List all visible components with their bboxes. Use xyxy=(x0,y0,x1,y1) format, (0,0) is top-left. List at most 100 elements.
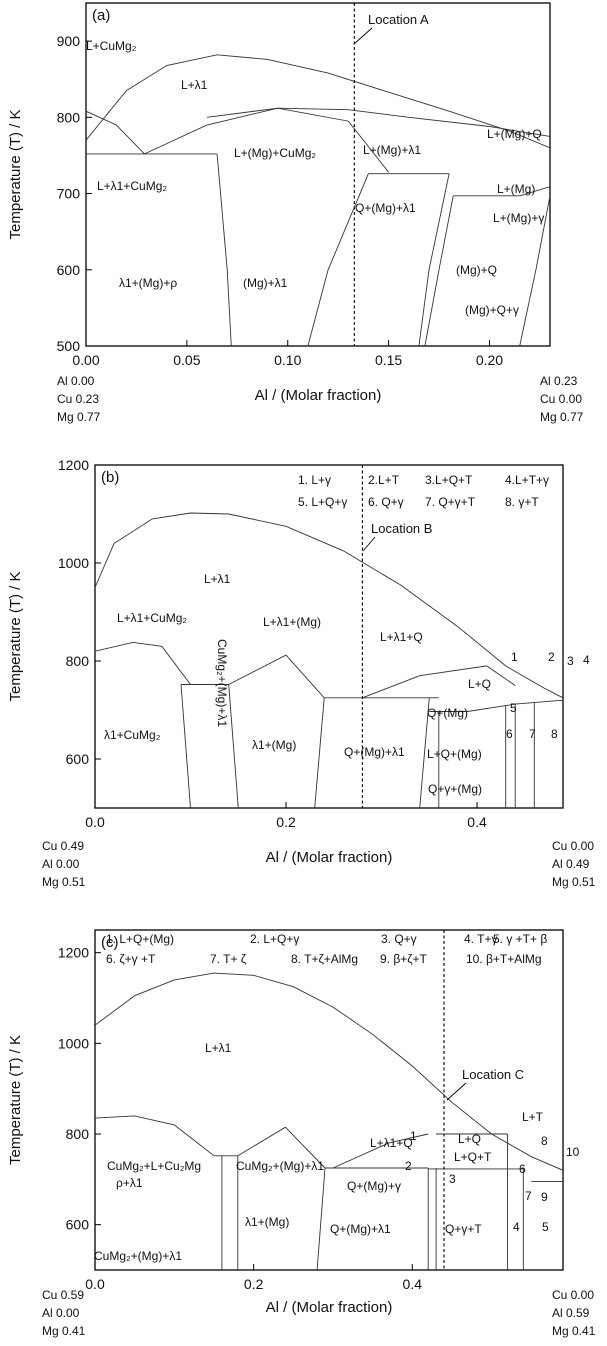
panel-a-xtick-label: 0.00 xyxy=(72,352,99,368)
panel-c-region-number: 2 xyxy=(405,1159,412,1173)
panel-b-phase-label: L+λ1+(Mg) xyxy=(263,615,321,629)
panel-b-phase-boundary-8 xyxy=(180,684,191,808)
panel-a-xtick-label: 0.20 xyxy=(476,352,503,368)
panel-b-legend-entry: 1. L+γ xyxy=(298,473,331,487)
panel-c-legend-entry: 10. β+T+AlMg xyxy=(466,952,542,966)
panel-c-legend-entry: 1. L+Q+(Mg) xyxy=(106,932,174,946)
panel-a-composition-left: Cu 0.23 xyxy=(57,392,99,406)
panel-a-composition-left: Mg 0.77 xyxy=(57,410,101,424)
panel-c-phase-label: CuMg₂+(Mg)+λ1 xyxy=(236,1159,324,1173)
panel-a-phase-label: L+(Mg)+Q xyxy=(487,127,542,141)
panel-c-location-arrow xyxy=(446,1082,467,1101)
panel-b-xtick-label: 0.0 xyxy=(85,814,105,830)
panel-b-phase-label: L+λ1+CuMg₂ xyxy=(117,611,187,625)
panel-a-ytick-label: 500 xyxy=(57,338,81,354)
panel-b-composition-left: Cu 0.49 xyxy=(42,839,84,853)
panel-a-composition-right: Mg 0.77 xyxy=(540,410,584,424)
panel-b-legend-entry: 7. Q+γ+T xyxy=(425,495,476,509)
panel-c-phase-label: L+λ1+Q xyxy=(370,1136,413,1150)
panel-b-composition-left: Mg 0.51 xyxy=(42,875,86,889)
panel-c-phase-label: L+Q xyxy=(458,1132,481,1146)
panel-c-legend-entry: 3. Q+γ xyxy=(381,932,417,946)
panel-b-phase-label: Q+(Mg) xyxy=(427,706,468,720)
panel-c-phase-label: Q+(Mg)+λ1 xyxy=(330,1222,391,1236)
panel-c-legend-entry: 8. T+ζ+AlMg xyxy=(291,952,358,966)
panel-b-phase-label: L+λ1+Q xyxy=(380,630,423,644)
panel-b-xtick-label: 0.4 xyxy=(467,814,487,830)
panel-b-xtick-label: 0.2 xyxy=(276,814,296,830)
panel-c-composition-left: Al 0.00 xyxy=(42,1306,80,1320)
panel-b-phase-label: λ1+(Mg) xyxy=(252,738,296,752)
panel-a-phase-label: λ1+(Mg)+ρ xyxy=(119,276,177,290)
panel-c-phase-boundary-2 xyxy=(237,1126,326,1169)
panel-b-legend-entry: 6. Q+γ xyxy=(368,495,404,509)
panel-c-region-number: 10 xyxy=(566,1145,580,1159)
panel-a-phase-label: L+CuMg₂ xyxy=(86,39,137,53)
panel-a-phase-label: Q+(Mg)+λ1 xyxy=(355,201,416,215)
panel-b-region-number: 4 xyxy=(583,653,590,667)
panel-a-phase-boundary-9 xyxy=(307,173,369,346)
panel-b-ytick-label: 800 xyxy=(66,653,90,669)
panel-c-legend-entry: 7. T+ ζ xyxy=(210,952,247,966)
panel-b-legend-entry: 2.L+T xyxy=(368,473,400,487)
panel-b-phase-boundary-2 xyxy=(228,654,325,699)
panel-c-region-number: 1 xyxy=(410,1129,417,1143)
panel-b-phase-label: L+λ1 xyxy=(204,572,231,586)
panel-b-phase-boundary-10 xyxy=(314,697,325,808)
panel-c-composition-right: Cu 0.00 xyxy=(552,1288,594,1302)
panel-c-x-axis-title: Al / (Molar fraction) xyxy=(266,1299,393,1316)
panel-a-ytick-label: 600 xyxy=(57,262,81,278)
panel-c-phase-label: L+T xyxy=(522,1110,544,1124)
panel-c-phase-label: ρ+λ1 xyxy=(116,1176,143,1190)
panel-a-frame xyxy=(85,2,551,347)
panel-a-tag: (a) xyxy=(92,7,110,24)
panel-a-xtick-label: 0.15 xyxy=(375,352,402,368)
panel-c-region-number: 6 xyxy=(519,1162,526,1176)
panel-c-region-number: 9 xyxy=(541,1190,548,1204)
panel-b-frame xyxy=(94,464,564,809)
panel-c-ytick-label: 1000 xyxy=(58,1035,89,1051)
panel-b-composition-left: Al 0.00 xyxy=(42,857,80,871)
panel-a-y-axis-title: Temperature (T) / K xyxy=(7,109,24,239)
panel-c-tag: (c) xyxy=(101,934,119,951)
panel-b-ytick-label: 1200 xyxy=(58,457,89,473)
panel-c-region-number: 5 xyxy=(542,1220,549,1234)
panel-b-ytick-label: 600 xyxy=(66,751,90,767)
panel-c-phase-label: Q+γ+T xyxy=(445,1222,482,1236)
panel-c-y-axis-title: Temperature (T) / K xyxy=(7,1035,24,1165)
panel-b-phase-boundary-9 xyxy=(228,684,239,808)
panel-c-location-label: Location C xyxy=(462,1067,524,1082)
panel-c-legend-entry: 6. ζ+γ +T xyxy=(106,952,156,966)
panel-a-phase-label: (Mg)+Q+γ xyxy=(465,303,519,317)
panel-c-ytick-label: 1200 xyxy=(58,945,89,961)
panel-b-legend-entry: 3.L+Q+T xyxy=(425,473,473,487)
panel-c-legend-entry: 9. β+ζ+T xyxy=(380,952,428,966)
panel-a-phase-boundary-11 xyxy=(424,195,454,346)
panel-a-xtick-label: 0.10 xyxy=(274,352,301,368)
panel-b-ytick-label: 1000 xyxy=(58,555,89,571)
panel-a-ytick-label: 900 xyxy=(57,33,81,49)
panel-a-composition-right: Al 0.23 xyxy=(540,374,578,388)
panel-a-phase-label: L+λ1 xyxy=(181,78,208,92)
panel-b-composition-right: Al 0.49 xyxy=(552,857,590,871)
panel-b-phase-boundary-11 xyxy=(419,697,430,808)
panel-a-ytick-label: 800 xyxy=(57,109,81,125)
panel-c-phase-boundary-15 xyxy=(316,1167,326,1270)
panel-c-frame xyxy=(94,929,564,1271)
panel-b-x-axis-title: Al / (Molar fraction) xyxy=(266,849,393,866)
panel-a-location-arrow xyxy=(353,27,373,45)
panel-c-phase-label: CuMg₂+(Mg)+λ1 xyxy=(94,1249,182,1263)
panel-a-phase-label: L+(Mg)+λ1 xyxy=(363,143,421,157)
panel-a-phase-boundary-1 xyxy=(86,110,145,155)
panel-b-legend-entry: 8. γ+T xyxy=(505,495,539,509)
panel-a-composition-right: Cu 0.00 xyxy=(540,392,582,406)
panel-a-phase-label: L+λ1+CuMg₂ xyxy=(97,179,167,193)
panel-c-phase-boundary-3 xyxy=(332,1133,429,1169)
panel-b-legend-entry: 4.L+T+γ xyxy=(505,473,549,487)
panel-b-region-number: 8 xyxy=(551,727,558,741)
panel-a-x-axis-title: Al / (Molar fraction) xyxy=(255,387,382,404)
panel-c-legend-entry: 4. T+γ xyxy=(464,932,497,946)
panel-c-region-number: 4 xyxy=(513,1220,520,1234)
panel-a-phase-boundary-4 xyxy=(206,107,550,137)
